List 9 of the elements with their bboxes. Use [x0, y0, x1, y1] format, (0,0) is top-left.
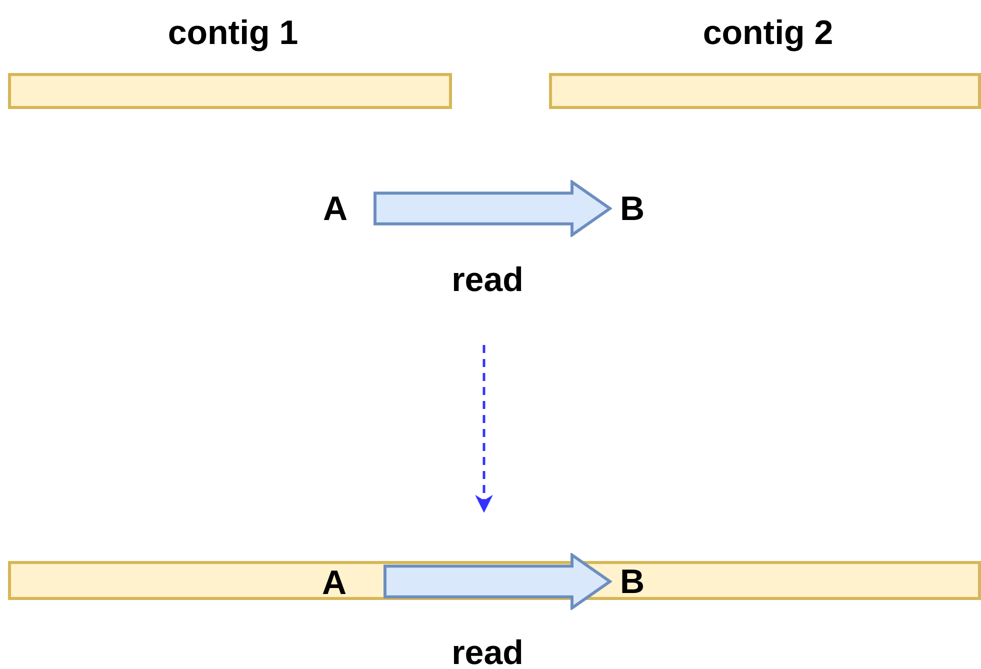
dashed-arrow — [475, 345, 493, 513]
end-label: B — [620, 564, 645, 598]
read-label: read — [450, 263, 524, 297]
end-label: A — [322, 566, 347, 600]
read-label: read — [450, 636, 524, 669]
end-label: A — [323, 192, 348, 226]
contig-label: contig 1 — [166, 16, 300, 50]
end-label: B — [620, 192, 645, 226]
contig-label: contig 2 — [702, 16, 834, 50]
